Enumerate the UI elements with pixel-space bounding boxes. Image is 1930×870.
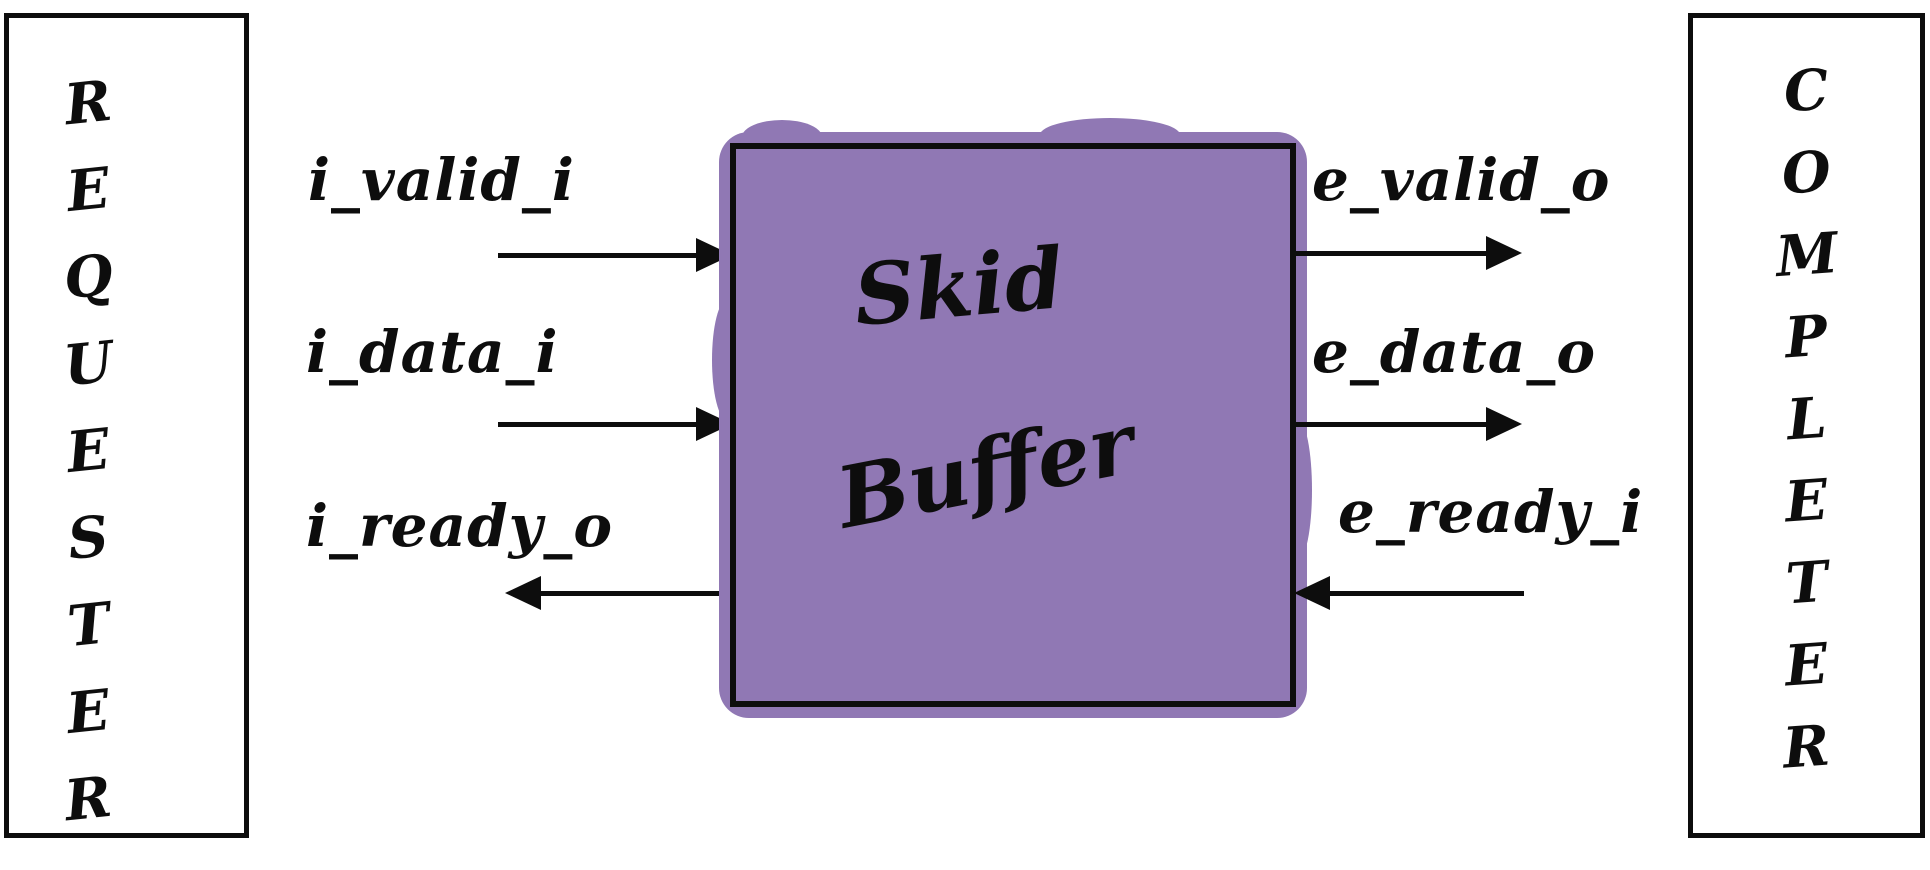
requester-box: R E Q U E S T E R bbox=[4, 13, 249, 838]
arrowhead-left-icon bbox=[1294, 576, 1330, 610]
arrow-shaft bbox=[498, 252, 696, 258]
completer-letter: M bbox=[1773, 219, 1840, 291]
completer-letter: O bbox=[1779, 138, 1834, 208]
e-data-o-arrow bbox=[1292, 407, 1522, 441]
arrow-shaft bbox=[1330, 590, 1524, 596]
signal-label-i-data-i: i_data_i bbox=[306, 318, 559, 386]
completer-box: C O M P L E T E R bbox=[1688, 13, 1925, 838]
arrowhead-right-icon bbox=[1486, 236, 1522, 270]
completer-letter: R bbox=[1780, 712, 1833, 782]
i-valid-i-arrow bbox=[498, 238, 732, 272]
requester-letter: R bbox=[61, 67, 116, 139]
requester-letter: S bbox=[64, 503, 113, 573]
signal-label-i-valid-i: i_valid_i bbox=[308, 146, 575, 214]
completer-letter: E bbox=[1782, 466, 1831, 536]
arrow-shaft bbox=[1292, 250, 1486, 256]
completer-letter: P bbox=[1783, 302, 1830, 372]
completer-letter: T bbox=[1783, 548, 1830, 618]
completer-letter: C bbox=[1781, 56, 1832, 126]
i-data-i-arrow bbox=[498, 407, 732, 441]
requester-letter: E bbox=[63, 415, 114, 487]
e-ready-i-arrow bbox=[1294, 576, 1524, 610]
signal-label-e-ready-i: e_ready_i bbox=[1338, 478, 1644, 546]
skid-buffer-title-line2: Buffer bbox=[829, 393, 1142, 548]
skid-buffer-block: Skid Buffer bbox=[730, 143, 1296, 707]
arrow-shaft bbox=[1292, 421, 1486, 427]
completer-letter: E bbox=[1782, 630, 1831, 700]
requester-letter: E bbox=[63, 154, 114, 226]
requester-letter: T bbox=[64, 590, 113, 660]
arrow-shaft bbox=[541, 590, 733, 596]
skid-buffer-title-line1: Skid bbox=[850, 228, 1068, 345]
i-ready-o-arrow bbox=[505, 576, 733, 610]
arrowhead-left-icon bbox=[505, 576, 541, 610]
requester-letter: Q bbox=[60, 241, 117, 313]
arrow-shaft bbox=[498, 421, 696, 427]
signal-label-i-ready-o: i_ready_o bbox=[306, 492, 614, 560]
signal-label-e-data-o: e_data_o bbox=[1312, 318, 1597, 386]
requester-letter: R bbox=[61, 763, 116, 835]
arrowhead-right-icon bbox=[1486, 407, 1522, 441]
e-valid-o-arrow bbox=[1292, 236, 1522, 270]
requester-letter: U bbox=[60, 328, 117, 400]
signal-label-e-valid-o: e_valid_o bbox=[1312, 146, 1611, 214]
requester-letter: E bbox=[63, 676, 114, 748]
completer-letter: L bbox=[1784, 384, 1829, 454]
